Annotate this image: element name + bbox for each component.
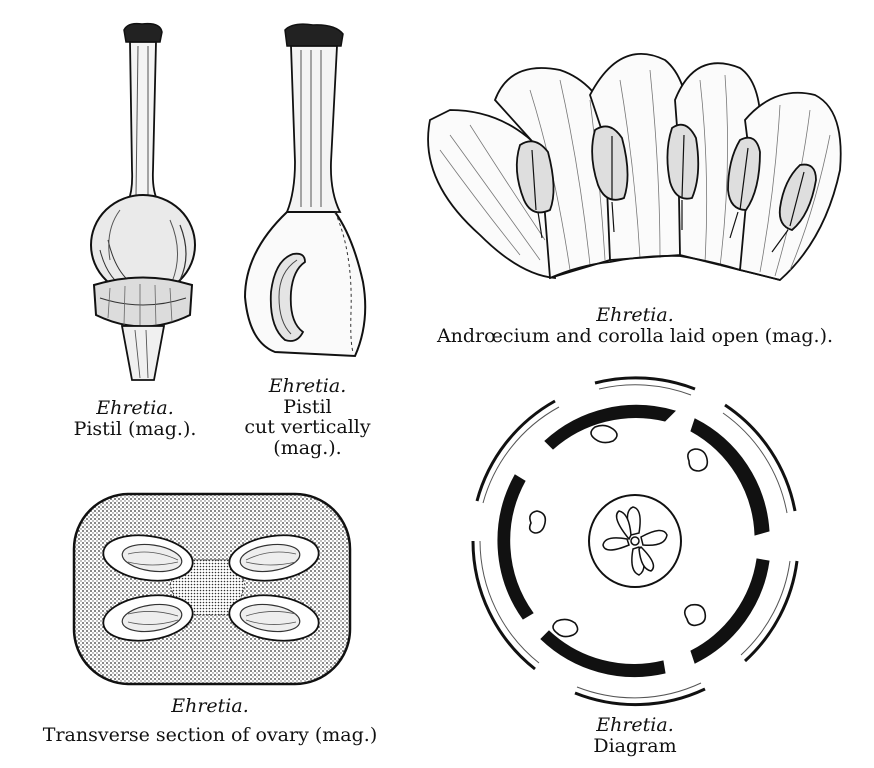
androecium-genus: Ehretia. (596, 304, 674, 326)
pistil-caption: Ehretia. Pistil (mag.). (30, 398, 240, 439)
floral-diagram-caption: Ehretia. Diagram (520, 715, 750, 756)
pistil-description: Pistil (mag.). (73, 417, 197, 440)
floral-diagram-description: Diagram (593, 734, 677, 757)
ovary-section-caption: Ehretia. Transverse section of ovary (ma… (10, 696, 410, 745)
pistil-illustration (80, 20, 220, 385)
ovary-section-genus: Ehretia. (171, 695, 249, 717)
androecium-illustration (420, 40, 860, 290)
androecium-description: Andrœcium and corolla laid open (mag.). (436, 324, 834, 347)
floral-diagram-genus: Ehretia. (596, 714, 674, 736)
pistil-cut-line-3: (mag.). (273, 436, 342, 459)
pistil-cut-genus: Ehretia. (268, 375, 347, 397)
pistil-cut-line-1: Pistil (283, 395, 332, 418)
pistil-cut-caption: Ehretia. Pistil cut vertically (mag.). (220, 376, 395, 458)
pistil-cut-illustration (235, 22, 375, 367)
floral-diagram-illustration (462, 368, 808, 714)
pistil-cut-line-2: cut vertically (244, 416, 371, 439)
ovary-section-illustration (70, 490, 355, 690)
ovary-section-description: Transverse section of ovary (mag.) (42, 723, 378, 746)
pistil-genus: Ehretia. (96, 397, 174, 419)
androecium-caption: Ehretia. Andrœcium and corolla laid open… (400, 305, 870, 346)
